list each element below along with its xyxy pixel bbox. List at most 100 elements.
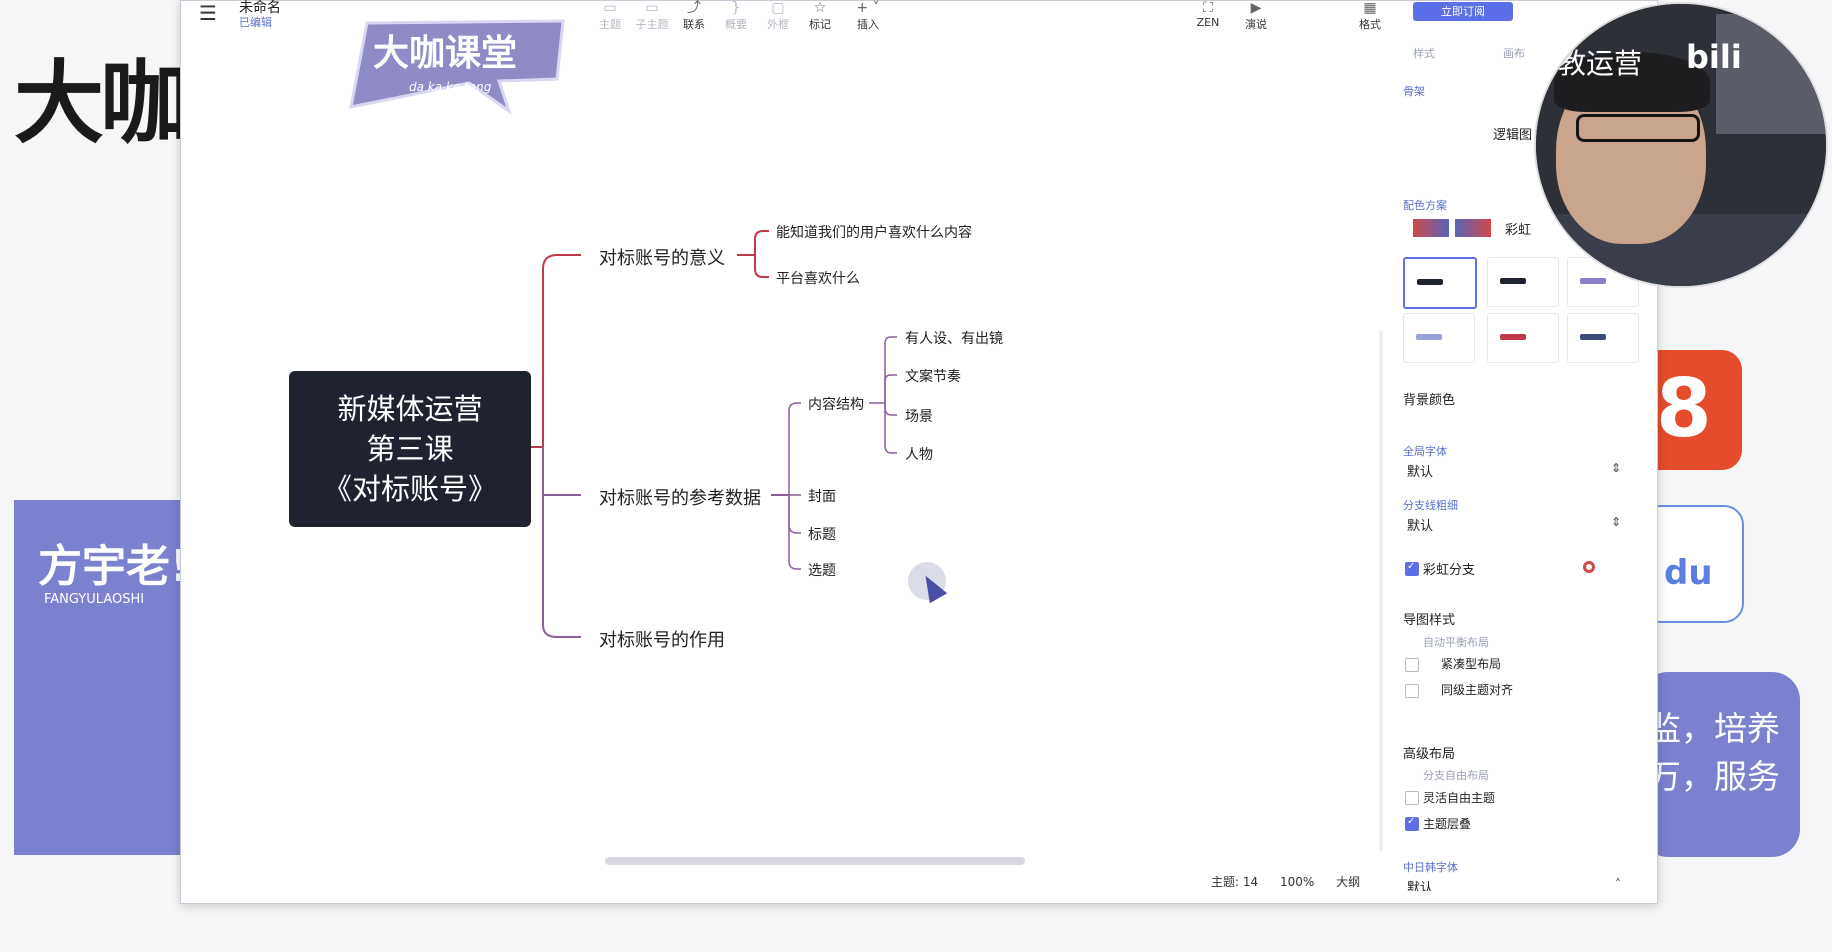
topic-content-child-3[interactable]: 场景 — [905, 409, 933, 425]
presenter-card: 方宇老! FANGYULAOSHI — [14, 500, 190, 855]
document-title[interactable]: 未命名 — [239, 0, 281, 16]
star-icon: ☆ — [813, 0, 827, 16]
right-card-line-1: 监，培养 — [1648, 709, 1780, 748]
rainbow-color-icon[interactable] — [1583, 561, 1595, 573]
bookshelf — [1716, 14, 1826, 134]
compact-layout-label: 紧凑型布局 — [1441, 657, 1502, 671]
theme-thumb-6[interactable] — [1567, 313, 1639, 363]
root-line-2: 第三课 — [366, 432, 454, 466]
topic-selection[interactable]: 选题 — [808, 563, 836, 579]
compact-layout-checkbox[interactable] — [1405, 658, 1419, 672]
toolbar-marker[interactable]: ☆标记 — [797, 1, 843, 32]
theme-thumb-4[interactable] — [1403, 313, 1475, 363]
advanced-layout-heading: 高级布局 — [1403, 747, 1456, 762]
webcam-watermark: 教运营 — [1558, 47, 1643, 80]
topic-overlap-label: 主题层叠 — [1423, 817, 1472, 831]
format-icon: ▦ — [1363, 0, 1377, 16]
red-app-glyph: 8 — [1656, 362, 1712, 455]
topic-effect[interactable]: 对标账号的作用 — [599, 630, 725, 651]
topic-icon: ▭ — [603, 0, 617, 16]
webcam-overlay: 教运营 bili — [1534, 2, 1828, 288]
presenter-hair — [1554, 52, 1710, 112]
auto-balance-label: 自动平衡布局 — [1423, 636, 1489, 649]
toolbar-format[interactable]: ▦格式 — [1347, 1, 1393, 32]
flexible-free-checkbox[interactable] — [1405, 791, 1419, 805]
topic-count: 主题: 14 — [1211, 875, 1259, 889]
cjk-font-select[interactable]: 默认˄ — [1407, 877, 1621, 891]
vertical-scrollbar[interactable] — [1379, 331, 1383, 851]
zoom-level[interactable]: 100% — [1279, 875, 1315, 889]
color-scheme-heading: 配色方案 — [1403, 199, 1447, 212]
topic-meaning-child-2[interactable]: 平台喜欢什么 — [776, 271, 860, 287]
topic-content-child-2[interactable]: 文案节奏 — [905, 369, 961, 385]
pitch-icon: ▶ — [1250, 0, 1262, 16]
root-topic[interactable]: 新媒体运营 第三课 《对标账号》 — [289, 371, 531, 527]
chevron-updown-icon: ⇕ — [1610, 515, 1621, 529]
map-style-heading: 导图样式 — [1403, 613, 1456, 628]
skeleton-heading: 骨架 — [1403, 85, 1425, 98]
root-line-1: 新媒体运营 — [337, 392, 483, 426]
toolbar-pitch[interactable]: ▶演说 — [1233, 1, 1279, 32]
horizontal-scrollbar[interactable] — [605, 857, 1025, 865]
theme-thumb-5[interactable] — [1487, 313, 1559, 363]
color-swatch-2 — [1455, 219, 1491, 237]
skeleton-value[interactable]: 逻辑图 — [1493, 128, 1533, 143]
toolbar-summary[interactable]: }概要 — [713, 1, 759, 32]
topic-meaning[interactable]: 对标账号的意义 — [599, 248, 725, 269]
align-siblings-checkbox[interactable] — [1405, 684, 1419, 698]
rainbow-branch-checkbox[interactable] — [1405, 561, 1419, 576]
toolbar-zen[interactable]: ⛶ZEN — [1185, 1, 1231, 29]
global-font-label: 全局字体 — [1403, 445, 1447, 458]
subscribe-button[interactable]: 立即订阅 — [1413, 2, 1513, 21]
cursor-highlight — [908, 562, 946, 600]
dakaketang-logo: 大咖课堂 da ka ke tang — [349, 19, 569, 119]
global-font-select[interactable]: 默认⇕ — [1407, 461, 1621, 480]
branch-thickness-select[interactable]: 默认⇕ — [1407, 515, 1621, 534]
document-status: 已编辑 — [239, 16, 272, 29]
subtopic-icon: ▭ — [645, 0, 659, 16]
topic-content-structure[interactable]: 内容结构 — [808, 397, 864, 413]
branch-free-label: 分支自由布局 — [1423, 769, 1489, 782]
topic-reference-data[interactable]: 对标账号的参考数据 — [599, 488, 761, 509]
mindmap-connectors — [531, 230, 897, 638]
align-siblings-label: 同级主题对齐 — [1441, 683, 1514, 697]
color-scheme-value[interactable]: 彩虹 — [1505, 223, 1532, 238]
topic-meaning-child-1[interactable]: 能知道我们的用户喜欢什么内容 — [776, 225, 972, 241]
color-swatch-1 — [1413, 219, 1449, 237]
theme-thumb-1[interactable] — [1403, 257, 1477, 309]
topic-cover[interactable]: 封面 — [808, 489, 836, 505]
boundary-icon: ▢ — [771, 0, 785, 16]
slide-title: 大咖 — [14, 51, 190, 156]
topic-content-child-1[interactable]: 有人设、有出镜 — [905, 331, 1003, 347]
flexible-free-label: 灵活自由主题 — [1423, 791, 1496, 805]
panel-tab-canvas[interactable]: 画布 — [1503, 47, 1525, 60]
right-card-line-2: 万，服务 — [1648, 757, 1780, 796]
glasses-icon — [1576, 114, 1700, 142]
presenter-name: 方宇老! — [38, 541, 191, 592]
toolbar-relation[interactable]: ⤴联系 — [671, 1, 717, 32]
chevron-up-icon: ˄ — [1615, 877, 1621, 891]
toolbar-topic[interactable]: ▭主题 — [587, 1, 633, 32]
topic-overlap-checkbox[interactable] — [1405, 816, 1419, 831]
mindmap-canvas[interactable]: 新媒体运营 第三课 《对标账号》 对标账号的意义 能知道我们的用户喜欢什么内容 … — [181, 41, 1383, 881]
outline-toggle[interactable]: 大纲 — [1336, 875, 1361, 889]
menu-icon[interactable]: ☰ — [199, 1, 217, 25]
format-panel: 样式 画布 骨架 逻辑图 配色方案 彩虹 背景颜色 全局字体 默认⇕ 分支线粗细… — [1403, 41, 1643, 901]
toolbar-subtopic[interactable]: ▭子主题 — [629, 1, 675, 32]
background-color-label[interactable]: 背景颜色 — [1403, 393, 1456, 408]
blue-app-glyph: du — [1664, 553, 1713, 593]
panel-tab-style[interactable]: 样式 — [1413, 47, 1435, 60]
cjk-font-label: 中日韩字体 — [1403, 861, 1458, 874]
slide-right-card: 监，培养 万，服务 — [1640, 672, 1800, 857]
toolbar-boundary[interactable]: ▢外框 — [755, 1, 801, 32]
topic-title[interactable]: 标题 — [808, 527, 836, 543]
topic-content-child-4[interactable]: 人物 — [905, 447, 933, 463]
root-line-3: 《对标账号》 — [322, 472, 497, 506]
status-bar: 主题: 14 100% 大纲 — [1211, 873, 1378, 890]
chevron-updown-icon: ⇕ — [1610, 461, 1621, 475]
summary-icon: } — [731, 0, 741, 16]
toolbar-insert[interactable]: + ˅插入 — [845, 1, 891, 32]
logo-text: 大咖课堂 — [373, 33, 517, 74]
presenter-name-latin: FANGYULAOSHI — [44, 592, 145, 607]
relation-icon: ⤴ — [687, 0, 701, 16]
